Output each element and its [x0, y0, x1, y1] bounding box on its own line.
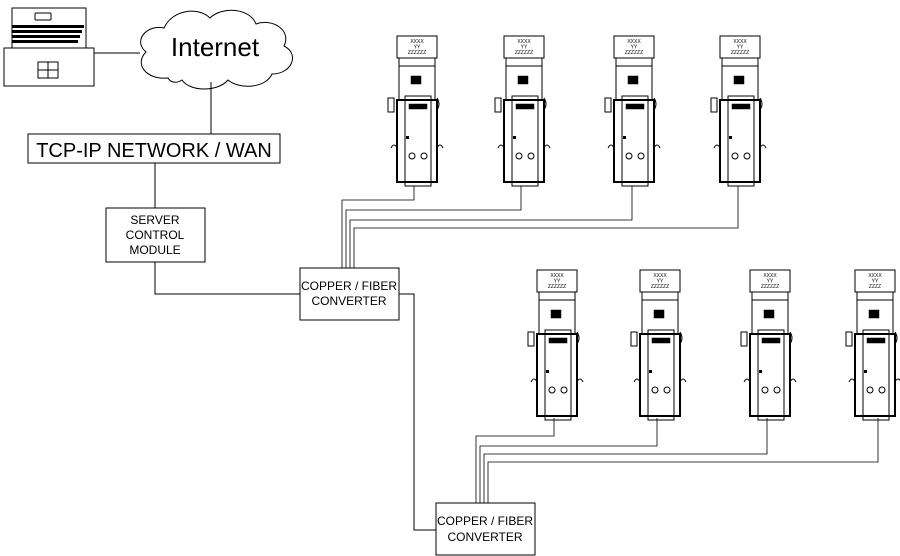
pedestal-display-line: XXXX [410, 39, 424, 45]
pedestal-display-line: XXXX [517, 39, 531, 45]
server-line-2: CONTROL [126, 228, 185, 242]
pedestal-display-line: ZZZZZZ [408, 50, 426, 56]
pedestal-display-line: XXXX [550, 273, 564, 279]
top-row-wiring [341, 186, 739, 268]
converter-2-line-1: COPPER / FIBER [437, 514, 533, 528]
pedestal-display-line: ZZZZZZ [761, 284, 779, 290]
network-label: TCP-IP NETWORK / WAN [36, 140, 272, 162]
left-connections [94, 52, 300, 295]
pedestal-display-line: YY [631, 45, 638, 51]
pedestal-display-line: YY [737, 45, 744, 51]
pedestal-display-line: ZZZZZZ [625, 50, 643, 56]
copper-fiber-converter-2: COPPER / FIBER CONVERTER [435, 502, 536, 556]
internet-label: Internet [171, 32, 260, 62]
converter-2-line-2: CONVERTER [447, 530, 522, 544]
server-line-3: MODULE [129, 243, 180, 257]
pedestal-display-line: XXXX [627, 39, 641, 45]
server-line-1: SERVER [130, 213, 179, 227]
copper-fiber-converter-1: COPPER / FIBER CONVERTER [299, 267, 400, 321]
pedestal-display-line: ZZZZZZ [731, 50, 749, 56]
bottom-row-wiring [475, 418, 879, 503]
pedestal-display-line: XXXX [868, 273, 882, 279]
converter-1-line-1: COPPER / FIBER [301, 279, 397, 293]
pedestal-display-line: YY [657, 279, 664, 285]
pedestal-display-line: YY [554, 279, 561, 285]
tcp-ip-network-box: TCP-IP NETWORK / WAN [27, 133, 281, 164]
pedestal-display-line: ZZZZZZ [515, 50, 533, 56]
pedestal-display-line: YY [414, 45, 421, 51]
pedestal-display-line: XXXX [733, 39, 747, 45]
pedestal-display-line: XXXX [653, 273, 667, 279]
pedestal-group: XXXXYYZZZZZZXXXXYYZZZZZZXXXXYYZZZZZZXXXX… [387, 35, 900, 421]
server-control-module: SERVER CONTROL MODULE [105, 207, 206, 263]
pedestal-display-line: YY [872, 279, 879, 285]
pedestal-display-line: YY [521, 45, 528, 51]
converter-link [399, 293, 436, 531]
converter-1-line-2: CONVERTER [311, 294, 386, 308]
pedestal-display-line: YY [767, 279, 774, 285]
laptop-icon [3, 7, 95, 87]
internet-cloud: Internet [140, 9, 294, 90]
pedestal-display-line: ZZZZ [869, 284, 881, 290]
pedestal-display-line: ZZZZZZ [651, 284, 669, 290]
pedestal-display-line: ZZZZZZ [548, 284, 566, 290]
pedestal-display-line: XXXX [763, 273, 777, 279]
